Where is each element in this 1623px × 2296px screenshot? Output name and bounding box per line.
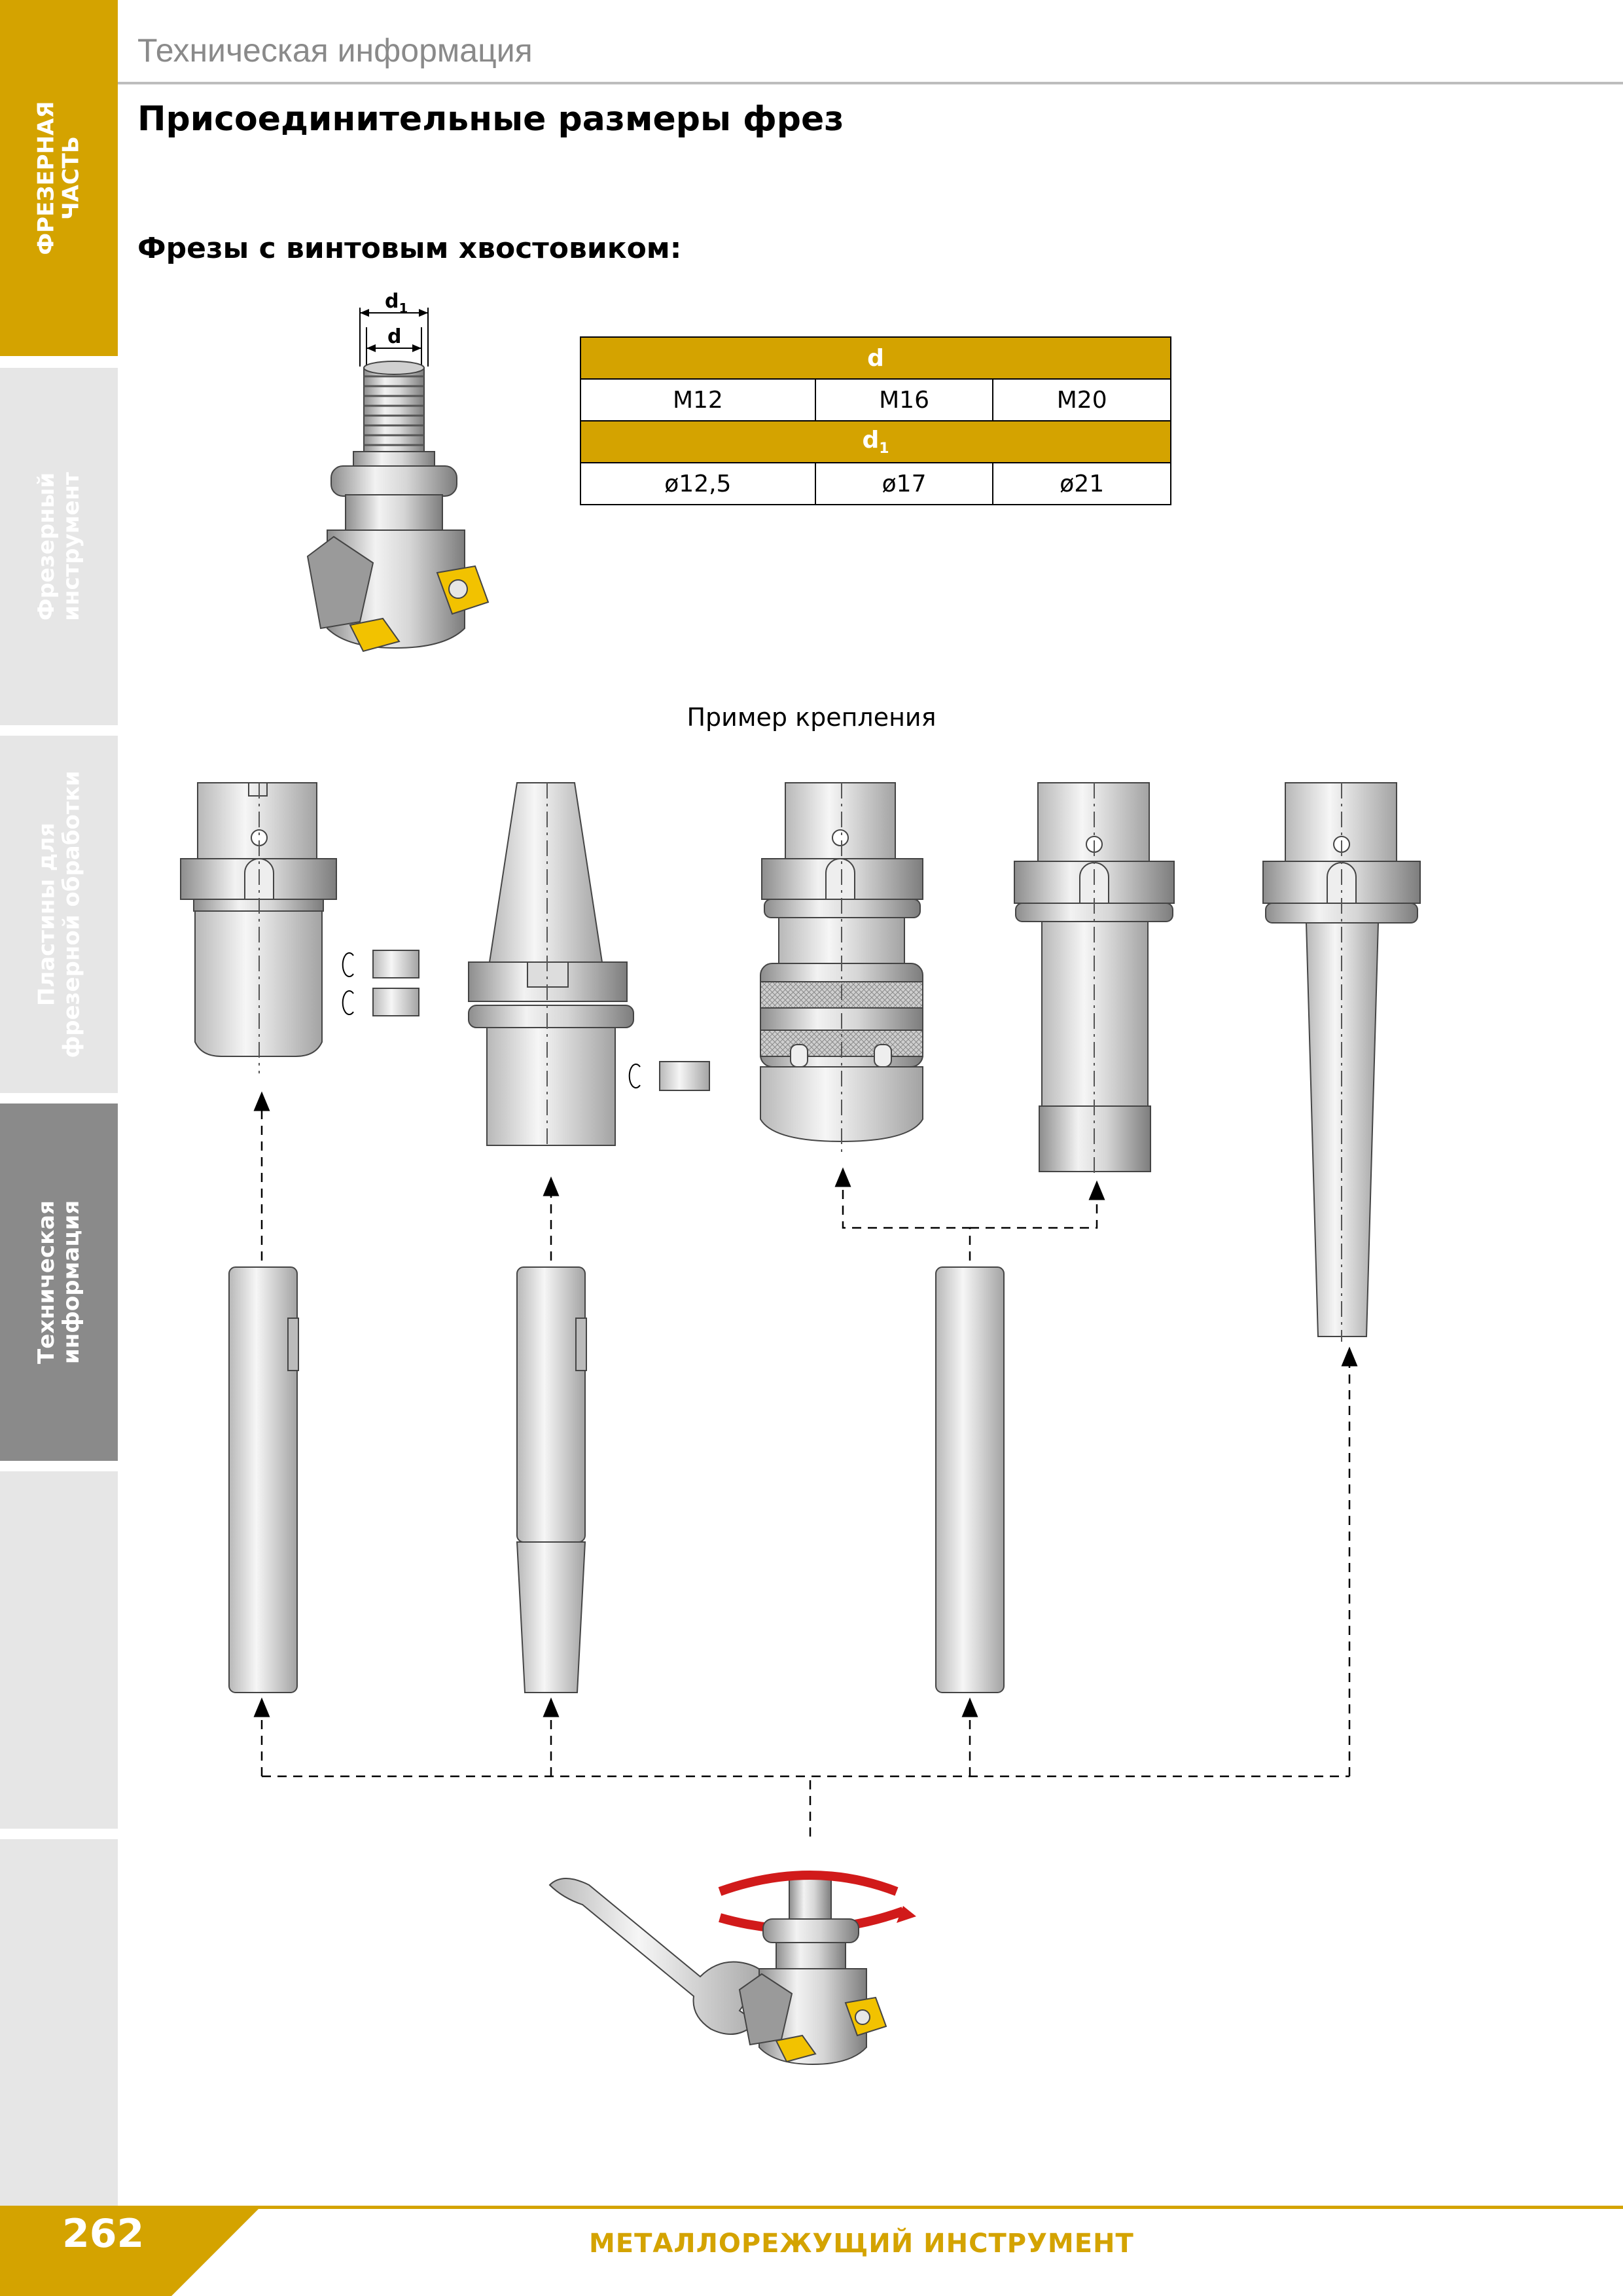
cell-d-3: M20 <box>992 378 1171 422</box>
screw-shank-cutter: d1 d <box>306 290 490 653</box>
subsection-title: Фрезы с винтовым хвостовиком: <box>137 232 682 265</box>
label-d: d <box>387 325 401 348</box>
tab-milling-tools[interactable]: Фрезерный инструмент <box>0 368 118 725</box>
tab-empty-1 <box>0 1471 118 1829</box>
mounted-cutter <box>718 1871 916 2066</box>
connection-arrows <box>253 1091 1358 1837</box>
holder-power-chuck <box>760 782 923 1152</box>
side-navigation: ФРЕЗЕРНАЯ ЧАСТЬ Фрезерный инструмент Пла… <box>0 0 118 2206</box>
technical-drawing: d1 d <box>180 290 1421 2066</box>
extension-shank-3 <box>935 1266 1005 1693</box>
extension-shank-1 <box>228 1266 299 1693</box>
extension-shank-2 <box>516 1266 587 1693</box>
wrench-icon <box>548 1878 774 2035</box>
example-caption: Пример крепления <box>687 703 936 732</box>
page-number: 262 <box>62 2211 145 2257</box>
footer-title: МЕТАЛЛОРЕЖУЩИЙ ИНСТРУМЕНТ <box>589 2229 1134 2259</box>
cell-d1-1: ø12,5 <box>580 462 816 505</box>
label-d1: d1 <box>385 290 408 316</box>
cell-d-2: M16 <box>814 378 994 422</box>
tab-technical-info[interactable]: Техническая информация <box>0 1103 118 1461</box>
table-row: ø12,5 ø17 ø21 <box>580 462 1171 505</box>
footer-divider <box>249 2206 1623 2209</box>
page-title: Присоединительные размеры фрез <box>137 99 844 139</box>
cell-d1-2: ø17 <box>814 462 994 505</box>
holder-sk-weldon <box>468 782 710 1146</box>
table-row: M12 M16 M20 <box>580 378 1171 422</box>
holder-hsk-weldon <box>180 782 419 1073</box>
holder-shrink-fit <box>1262 782 1421 1342</box>
insert-shape <box>349 617 401 653</box>
cell-d-1: M12 <box>580 378 816 422</box>
cell-d1-3: ø21 <box>992 462 1171 505</box>
header-d1: d1 <box>580 420 1171 463</box>
header-d: d <box>580 336 1171 380</box>
dimension-table: d M12 M16 M20 d1 ø12,5 ø17 ø21 <box>580 336 1171 505</box>
tab-milling-part[interactable]: ФРЕЗЕРНАЯ ЧАСТЬ <box>0 0 118 356</box>
section-header: Техническая информация <box>137 32 533 69</box>
page-number-badge <box>0 2206 262 2296</box>
table-header-row: d1 <box>580 420 1171 463</box>
insert-shape <box>775 2034 817 2063</box>
header-divider <box>118 82 1623 84</box>
tab-empty-2 <box>0 1839 118 2206</box>
tab-milling-inserts[interactable]: Пластины для фрезерной обработки <box>0 736 118 1093</box>
holder-collet-chuck <box>1014 782 1175 1178</box>
table-header-row: d <box>580 336 1171 380</box>
